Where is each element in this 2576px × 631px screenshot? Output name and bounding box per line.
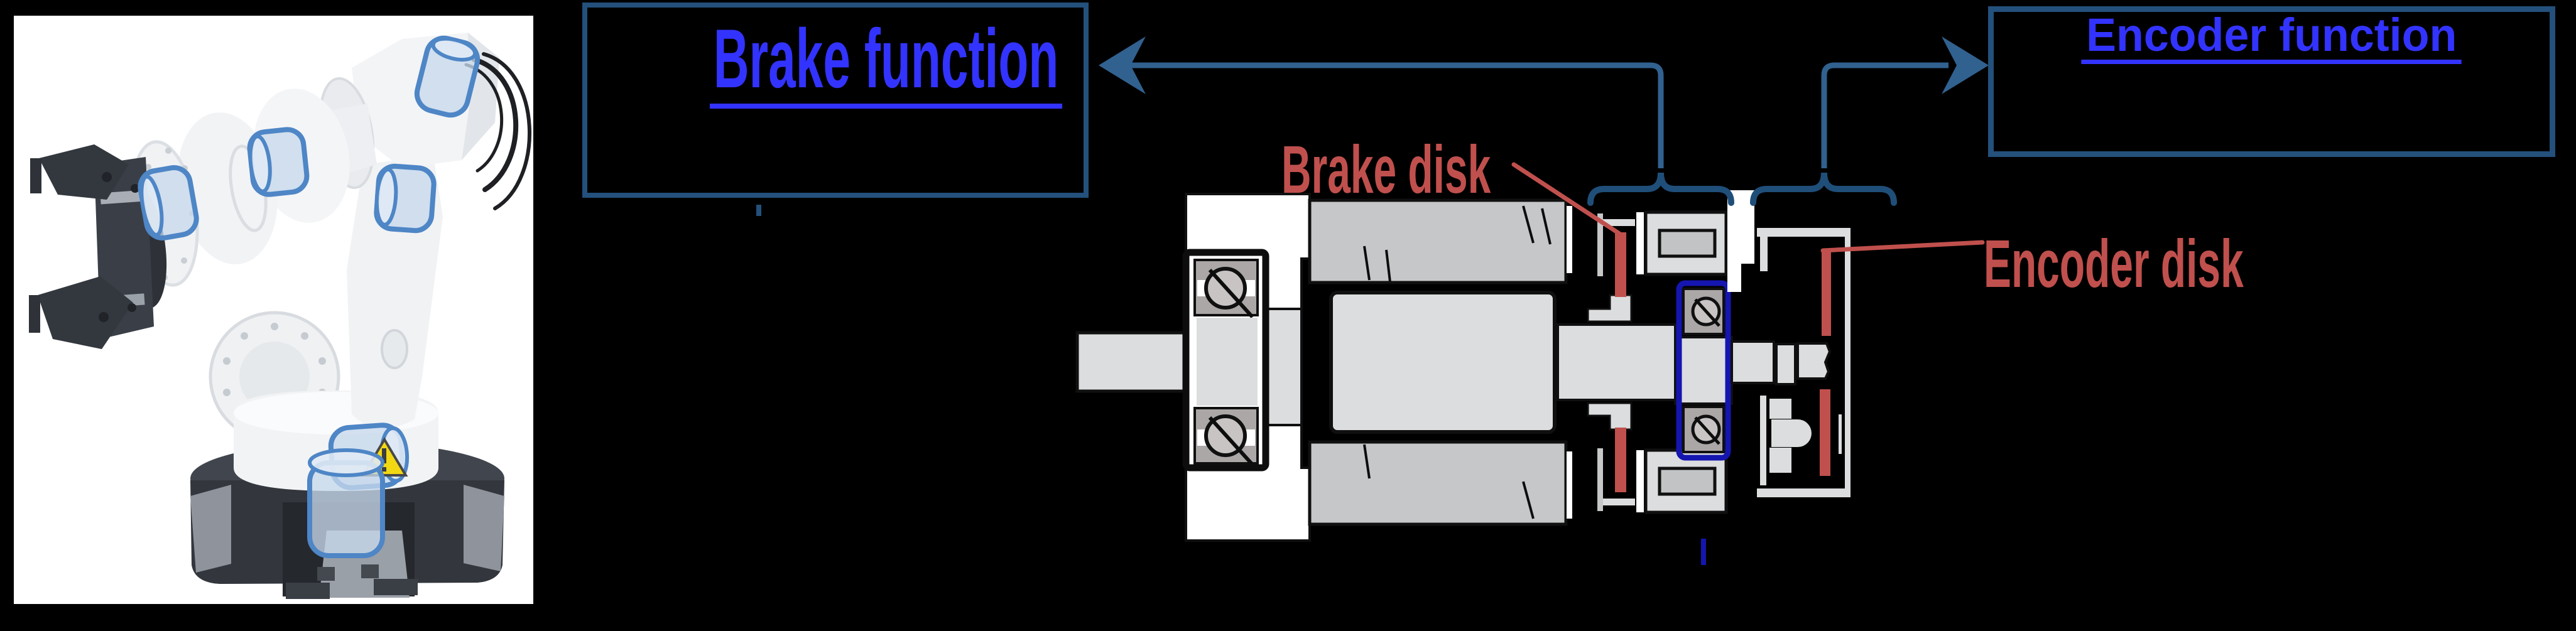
- brake-disk-label: Brake disk: [1281, 131, 1491, 207]
- arrow-head-right-icon: [1942, 36, 1989, 94]
- encoder-function-arrow: [1821, 36, 1989, 168]
- motor-rotor: [1329, 291, 1557, 434]
- brake-section-brace-icon: [1587, 172, 1734, 206]
- front-bearing: [1182, 249, 1269, 472]
- robot-cables: [472, 57, 519, 192]
- joint-highlight-base: [307, 448, 385, 558]
- rear-bearing: [1674, 288, 1733, 453]
- arrow-head-left-icon: [1099, 36, 1146, 94]
- brake-disk-pointer-line: [1511, 162, 1622, 236]
- encoder-function-title: Encoder function: [2081, 12, 2462, 64]
- robot-arm-photo: [14, 16, 533, 604]
- joint-highlight-elbow: [414, 35, 481, 118]
- encoder-function-box: Encoder function: [1988, 6, 2555, 157]
- motor-cross-section: [1075, 190, 1850, 565]
- brake-encoder-divider: [1727, 190, 1754, 292]
- brake-assembly: [1587, 210, 1728, 514]
- encoder-section-brace-icon: [1750, 172, 1897, 206]
- motor-shaft-left: [1075, 331, 1190, 393]
- rear-bearing-highlight-box: [1676, 280, 1731, 461]
- encoder-disk-bottom: [1820, 389, 1830, 476]
- brake-function-arrow: [1099, 36, 1664, 168]
- motor-hub: [1557, 323, 1677, 401]
- brake-function-title: Brake function: [709, 16, 1063, 109]
- encoder-disk-top: [1822, 249, 1831, 336]
- brake-function-box: Brake function: [582, 3, 1089, 198]
- robot-gripper: [29, 144, 154, 349]
- joint-highlight-wrist: [138, 164, 199, 241]
- motor-stator: [1308, 198, 1572, 526]
- brake-disk-bottom: [1615, 428, 1626, 492]
- joint-highlight-shoulder: [374, 163, 437, 234]
- encoder-disk-label: Encoder disk: [1984, 225, 2244, 301]
- joint-highlight-forearm: [247, 127, 310, 197]
- brake-disk-top: [1615, 232, 1626, 297]
- encoder-assembly: [1731, 228, 1850, 497]
- encoder-disk-pointer-line: [1820, 240, 1985, 253]
